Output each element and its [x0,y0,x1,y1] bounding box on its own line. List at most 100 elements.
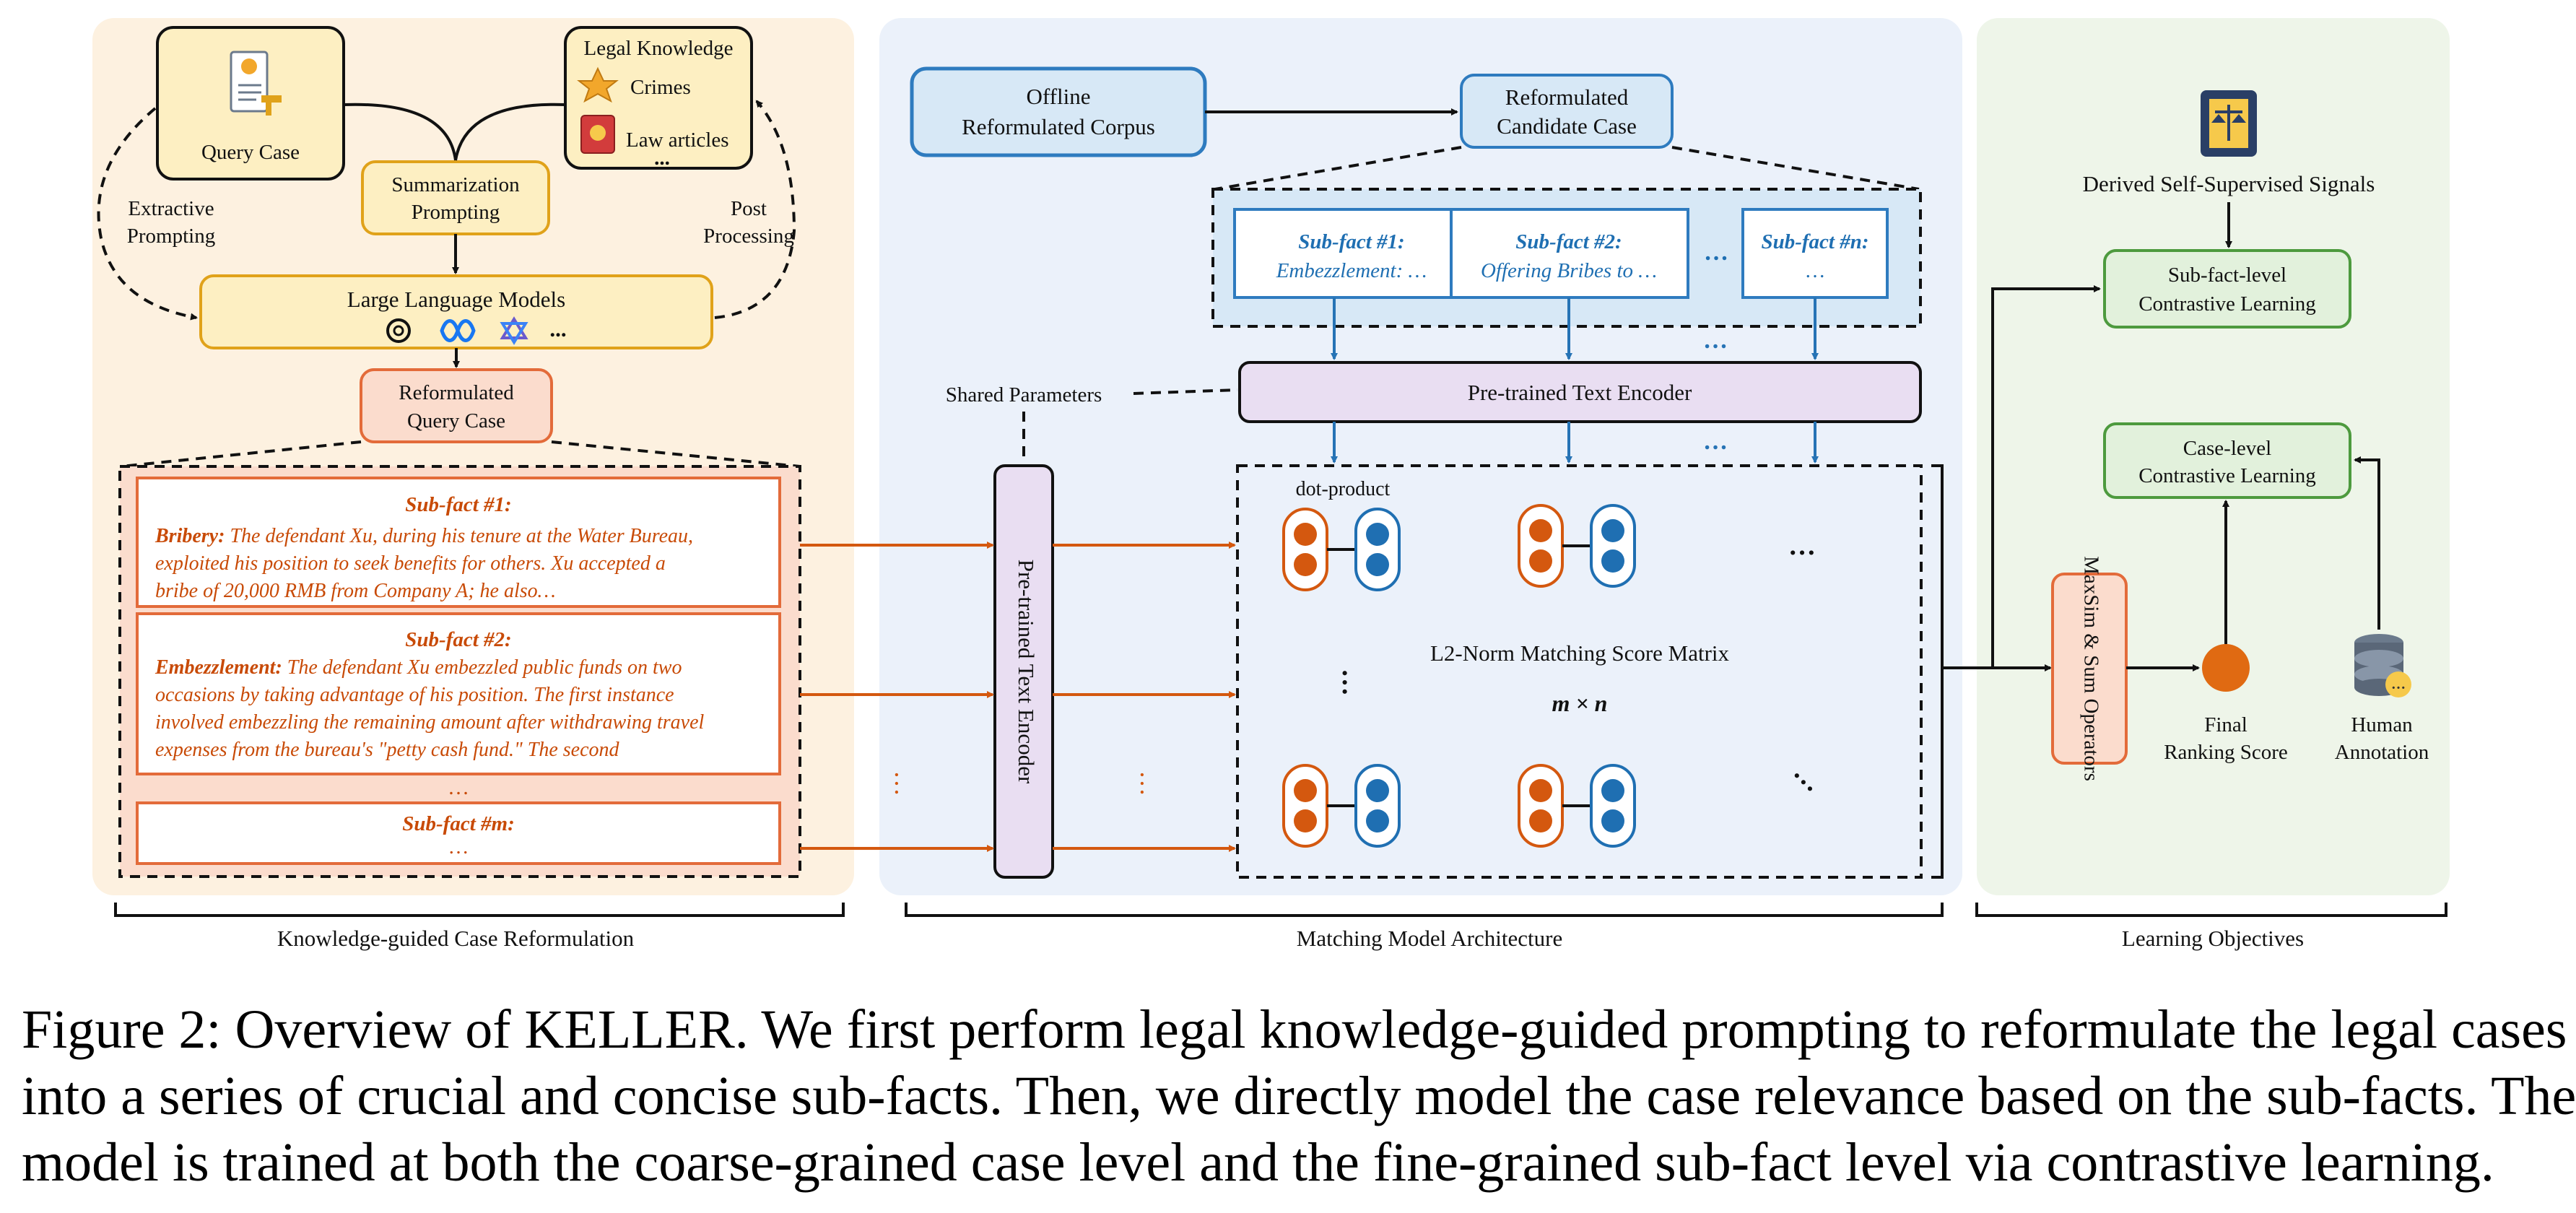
candidate-case-box: Reformulated Candidate Case [1460,74,1674,149]
shared-text-encoder: Pre-trained Text Encoder [1238,361,1922,423]
query-subfact-1-line-3: bribe of 20,000 RMB from Company A; he a… [155,580,556,602]
query-subfact-m-title: Sub-fact #m: [402,812,514,835]
database-icon: … [2354,634,2411,697]
candidate-subfact-n-title: Sub-fact #n: [1761,230,1868,253]
query-subfact-2-line-1: Embezzlement: The defendant Xu embezzled… [155,656,682,679]
score-pair-m-2 [1518,764,1636,848]
query-subfact-2-line-4: expenses from the bureau's "petty cash f… [155,739,620,761]
dot-product-label: dot-product [1296,478,1391,500]
query-subfact-1-title: Sub-fact #1: [405,493,511,516]
case-contrastive-box: Case-level Contrastive Learning [2103,422,2351,499]
legal-knowledge-box: Legal Knowledge Crimes Law articles ... [564,26,753,170]
query-case-label: Query Case [201,141,300,164]
scale-icon [2201,90,2257,157]
crimes-icon [577,66,619,103]
matrix-col-dots: … [1336,669,1367,696]
summarization-label-2: Prompting [412,201,500,224]
section-label-reformulation: Knowledge-guided Case Reformulation [277,926,635,951]
document-icon [230,51,282,116]
case-contrastive-label-1: Case-level [2183,437,2271,460]
summarization-label-1: Summarization [391,173,520,196]
reformulated-query-label-2: Query Case [407,409,505,432]
offline-corpus-label-1: Offline [1027,84,1091,109]
shared-parameters-label: Shared Parameters [946,383,1102,406]
matrix-dims: m × n [1552,690,1608,716]
query-encoder-label: Pre-trained Text Encoder [1014,560,1039,784]
candidate-subfact-dots: … [1704,239,1728,266]
candidate-case-label-2: Candidate Case [1497,113,1637,139]
llm-box: Large Language Models ... [199,274,713,349]
query-subfact-1-line-1: Bribery: The defendant Xu, during his te… [155,525,693,547]
query-subfact-m-body: … [448,835,469,858]
query-vector-dots-right: … [1135,770,1164,796]
offline-corpus-label-2: Reformulated Corpus [962,114,1155,139]
crimes-label: Crimes [630,76,691,99]
maxsim-sum-operators: MaxSim & Sum Operators [2051,556,2128,781]
score-pair-1-1 [1282,508,1401,591]
query-text-encoder: Pre-trained Text Encoder [993,464,1054,879]
svg-text:…: … [2391,677,2406,692]
encoder-input-dots: … [1703,327,1728,354]
section-label-matching: Matching Model Architecture [1297,926,1562,951]
caption-line-3: model is trained at both the coarse-grai… [22,1132,2494,1193]
human-annotation-label-2: Annotation [2335,741,2429,764]
case-contrastive-label-2: Contrastive Learning [2138,464,2316,487]
query-subfact-1-line-2: exploited his position to seek benefits … [155,552,666,575]
subfact-contrastive-box: Sub-fact-level Contrastive Learning [2103,249,2351,329]
candidate-subfact-1-body: Embezzlement: … [1276,259,1427,282]
extractive-label-1: Extractive [128,197,214,220]
query-subfact-ellipsis: … [448,775,469,799]
query-subfact-2-title: Sub-fact #2: [405,628,511,651]
human-annotation-label-1: Human [2351,713,2413,736]
model-icon [500,316,528,345]
matrix-title: L2-Norm Matching Score Matrix [1430,640,1730,666]
post-label-2: Processing [703,225,794,248]
query-case-box: Query Case [156,26,345,181]
maxsim-label: MaxSim & Sum Operators [2079,556,2102,781]
candidate-subfact-1-title: Sub-fact #1: [1298,230,1404,253]
candidate-subfact-n: Sub-fact #n: … [1741,208,1889,299]
final-score-label-2: Ranking Score [2164,741,2288,764]
candidate-subfact-n-body: … [1805,259,1826,282]
law-articles-label: Law articles [626,129,729,152]
encoder-output-dots: … [1703,428,1728,455]
legal-knowledge-title: Legal Knowledge [584,37,734,60]
query-subfact-2-line-3: involved embezzling the remaining amount… [155,711,705,734]
caption-line-2: into a series of crucial and concise sub… [22,1066,2576,1126]
final-ranking-score-dot [2202,644,2250,692]
section-label-learning: Learning Objectives [2122,926,2304,951]
query-vector-dots-left: … [889,770,918,796]
keller-overview-diagram: Query Case Legal Knowledge Crimes Law ar… [92,18,2450,951]
score-pair-1-2 [1518,504,1636,588]
query-subfact-1: Sub-fact #1: Bribery: The defendant Xu, … [136,477,781,608]
reformulated-query-label-1: Reformulated [399,381,514,404]
knowledge-more: ... [654,147,670,170]
query-subfact-2-line-2: occasions by taking advantage of his pos… [155,684,674,706]
subfact-contrastive-label-2: Contrastive Learning [2138,292,2316,316]
shared-encoder-label: Pre-trained Text Encoder [1468,380,1692,405]
figure-caption: Figure 2: Overview of KELLER. We first p… [22,996,2576,1196]
query-subfact-2: Sub-fact #2: Embezzlement: The defendant… [136,612,781,775]
meta-icon [440,319,476,342]
subfact-contrastive-label-1: Sub-fact-level [2168,264,2286,287]
law-book-icon [580,115,615,154]
openai-icon [386,318,411,343]
reformulated-query-case-box: Reformulated Query Case [360,368,553,443]
summarization-prompting-box: Summarization Prompting [361,160,550,235]
self-supervised-signals-label: Derived Self-Supervised Signals [2083,171,2375,196]
matrix-row-dots: … [1788,531,1816,561]
candidate-case-label-1: Reformulated [1505,84,1629,110]
query-subfact-m: Sub-fact #m: … [136,801,781,865]
candidate-subfact-2-title: Sub-fact #2: [1515,230,1622,253]
candidate-subfact-1: Sub-fact #1: Embezzlement: … [1233,208,1471,299]
offline-corpus-box: Offline Reformulated Corpus [910,66,1207,157]
extractive-label-2: Prompting [127,225,215,248]
llm-more: ... [549,316,566,342]
caption-line-1: Figure 2: Overview of KELLER. We first p… [22,999,2567,1060]
llm-label: Large Language Models [347,287,565,312]
candidate-subfact-2-body: Offering Bribes to … [1481,259,1657,282]
score-pair-m-1 [1282,764,1401,848]
matching-score-matrix [1236,464,1923,879]
final-score-label-1: Final [2204,713,2248,736]
post-label-1: Post [731,197,767,220]
